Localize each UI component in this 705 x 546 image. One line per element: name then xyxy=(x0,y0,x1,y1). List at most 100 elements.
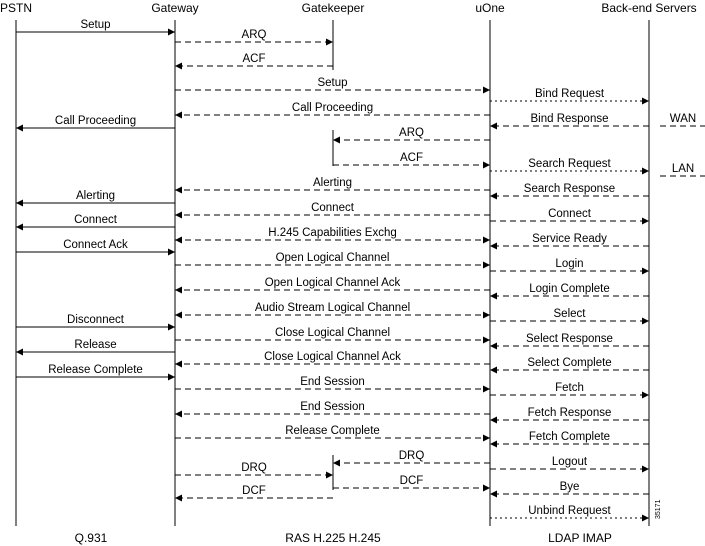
message-label: Call Proceeding xyxy=(292,102,373,114)
message-label: Release Complete xyxy=(48,364,143,376)
message-label: Bye xyxy=(560,481,580,493)
message-label: Logout xyxy=(552,456,588,468)
message-37: Fetch Response xyxy=(490,407,649,424)
message-19: Service Ready xyxy=(490,233,649,250)
message-15: Connect xyxy=(175,202,490,219)
message-label: Release Complete xyxy=(285,425,380,437)
message-41: Logout xyxy=(490,456,649,473)
message-label: Bind Request xyxy=(535,88,605,100)
message-label: Audio Stream Logical Channel xyxy=(255,302,410,314)
message-label: Login xyxy=(555,258,583,270)
message-label: Open Logical Channel xyxy=(276,252,390,264)
message-28: Close Logical Channel xyxy=(175,327,490,344)
message-20: Connect Ack xyxy=(16,239,175,256)
message-16: Connect xyxy=(490,208,649,225)
message-26: Select xyxy=(490,308,649,325)
message-label: ARQ xyxy=(242,29,267,41)
message-label: DRQ xyxy=(241,462,267,474)
message-label: Close Logical Channel xyxy=(275,327,390,339)
message-label: Connect xyxy=(311,202,355,214)
lifeline-header-gatekeeper: Gatekeeper xyxy=(302,1,365,15)
message-5: Bind Request xyxy=(490,88,649,105)
message-label: Release xyxy=(74,339,116,351)
message-label: End Session xyxy=(300,376,365,388)
message-34: End Session xyxy=(175,376,490,393)
message-label: End Session xyxy=(300,401,365,413)
lifeline-header-uone: uOne xyxy=(475,1,505,15)
message-12: Alerting xyxy=(175,177,490,194)
message-18: H.245 Capabilities Exchg xyxy=(175,227,490,244)
message-24: Login Complete xyxy=(490,283,649,300)
wan-label: WAN xyxy=(670,113,696,125)
message-label: Login Complete xyxy=(529,283,610,295)
message-label: DRQ xyxy=(399,450,425,462)
message-11: Search Request xyxy=(490,158,649,175)
message-label: Fetch Response xyxy=(528,407,612,419)
message-46: Unbind Request xyxy=(490,505,649,522)
protocol-footer-ldap-imap: LDAP IMAP xyxy=(548,531,612,545)
message-label: Search Response xyxy=(524,183,615,195)
message-22: Login xyxy=(490,258,649,275)
message-44: Bye xyxy=(490,481,649,498)
message-38: Release Complete xyxy=(175,425,490,442)
lan-label: LAN xyxy=(672,163,694,175)
message-27: Disconnect xyxy=(16,314,175,331)
message-36: End Session xyxy=(175,401,490,418)
message-label: Service Ready xyxy=(532,233,607,245)
message-29: Select Response xyxy=(490,333,649,350)
message-6: Call Proceeding xyxy=(175,102,490,119)
message-label: Select xyxy=(554,308,587,320)
message-31: Close Logical Channel Ack xyxy=(175,351,490,368)
message-9: ARQ xyxy=(333,127,490,144)
lifeline-header-backend-servers: Back-end Servers xyxy=(601,1,696,15)
message-14: Alerting xyxy=(16,190,175,207)
message-label: Setup xyxy=(80,19,110,31)
message-label: Select Response xyxy=(526,333,613,345)
message-8: Bind Response xyxy=(490,113,649,130)
figure-number: 35171 xyxy=(655,499,662,519)
message-label: Alerting xyxy=(76,190,115,202)
message-13: Search Response xyxy=(490,183,649,200)
protocol-footer-q931: Q.931 xyxy=(75,531,108,545)
message-label: DCF xyxy=(400,475,424,487)
protocol-footer-ras-h225-h245: RAS H.225 H.245 xyxy=(285,531,381,545)
message-label: Fetch xyxy=(555,382,584,394)
message-label: ARQ xyxy=(399,127,424,139)
message-39: Fetch Complete xyxy=(490,431,649,448)
message-label: Unbind Request xyxy=(528,505,611,517)
message-23: Open Logical Channel Ack xyxy=(175,277,490,294)
message-label: Fetch Complete xyxy=(529,431,610,443)
lifeline-header-gateway: Gateway xyxy=(151,1,198,15)
message-label: Search Request xyxy=(528,158,611,170)
message-label: ACF xyxy=(243,53,266,65)
message-label: Connect xyxy=(74,214,118,226)
message-30: Release xyxy=(16,339,175,356)
message-label: Connect xyxy=(548,208,592,220)
message-45: DCF xyxy=(175,485,333,502)
message-32: Select Complete xyxy=(490,357,649,374)
message-42: DRQ xyxy=(175,462,333,479)
message-4: Setup xyxy=(175,77,490,94)
message-label: Alerting xyxy=(313,177,352,189)
message-label: H.245 Capabilities Exchg xyxy=(268,227,397,239)
message-25: Audio Stream Logical Channel xyxy=(175,302,490,319)
message-label: Call Proceeding xyxy=(55,115,136,127)
message-label: Select Complete xyxy=(527,357,611,369)
message-17: Connect xyxy=(16,214,175,231)
message-label: Setup xyxy=(317,77,347,89)
message-40: DRQ xyxy=(333,450,490,467)
message-label: Disconnect xyxy=(67,314,125,326)
message-10: ACF xyxy=(333,152,490,169)
message-35: Fetch xyxy=(490,382,649,399)
message-label: Close Logical Channel Ack xyxy=(264,351,401,363)
message-label: Connect Ack xyxy=(63,239,128,251)
message-43: DCF xyxy=(333,475,490,492)
message-label: Bind Response xyxy=(531,113,609,125)
message-3: ACF xyxy=(175,53,333,70)
message-33: Release Complete xyxy=(16,364,175,381)
lifeline-header-pstn: PSTN xyxy=(0,1,32,15)
message-7: Call Proceeding xyxy=(16,115,175,132)
message-1: Setup xyxy=(16,19,175,36)
